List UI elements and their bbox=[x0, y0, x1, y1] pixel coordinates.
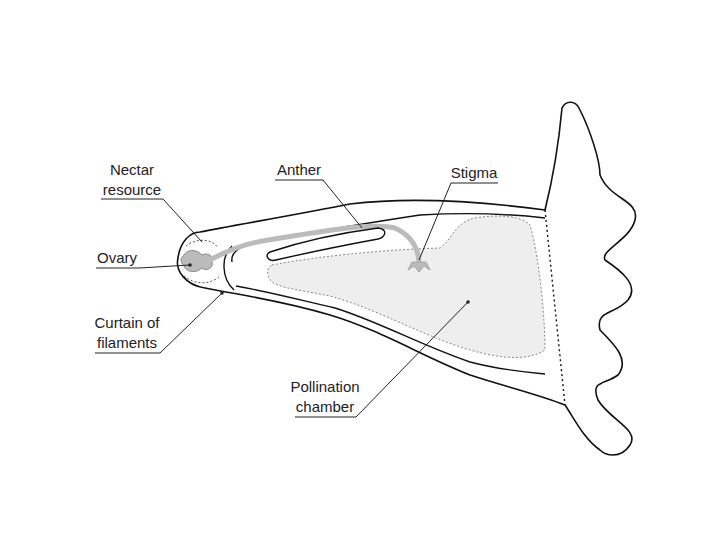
part-label: Ovary bbox=[94, 248, 140, 268]
leader-line bbox=[101, 199, 202, 242]
part-label: Curtain of filaments bbox=[82, 313, 172, 353]
anther bbox=[267, 228, 385, 260]
part-label: Nectar resource bbox=[92, 160, 172, 200]
leader-dot bbox=[466, 300, 470, 304]
part-label: Pollination chamber bbox=[280, 377, 370, 417]
leader-line bbox=[275, 180, 362, 228]
leader-lines bbox=[95, 180, 498, 417]
corolla-outline bbox=[177, 102, 635, 455]
leader-dot bbox=[220, 291, 224, 295]
style bbox=[210, 226, 419, 262]
leader-dot bbox=[188, 263, 192, 267]
leader-line bbox=[419, 183, 498, 260]
leader-dots bbox=[188, 263, 470, 304]
stigma-tip bbox=[408, 262, 430, 272]
corolla-opening bbox=[545, 210, 565, 405]
ovary bbox=[181, 250, 212, 271]
part-label: Anther bbox=[273, 160, 325, 180]
part-label: Stigma bbox=[446, 163, 502, 183]
